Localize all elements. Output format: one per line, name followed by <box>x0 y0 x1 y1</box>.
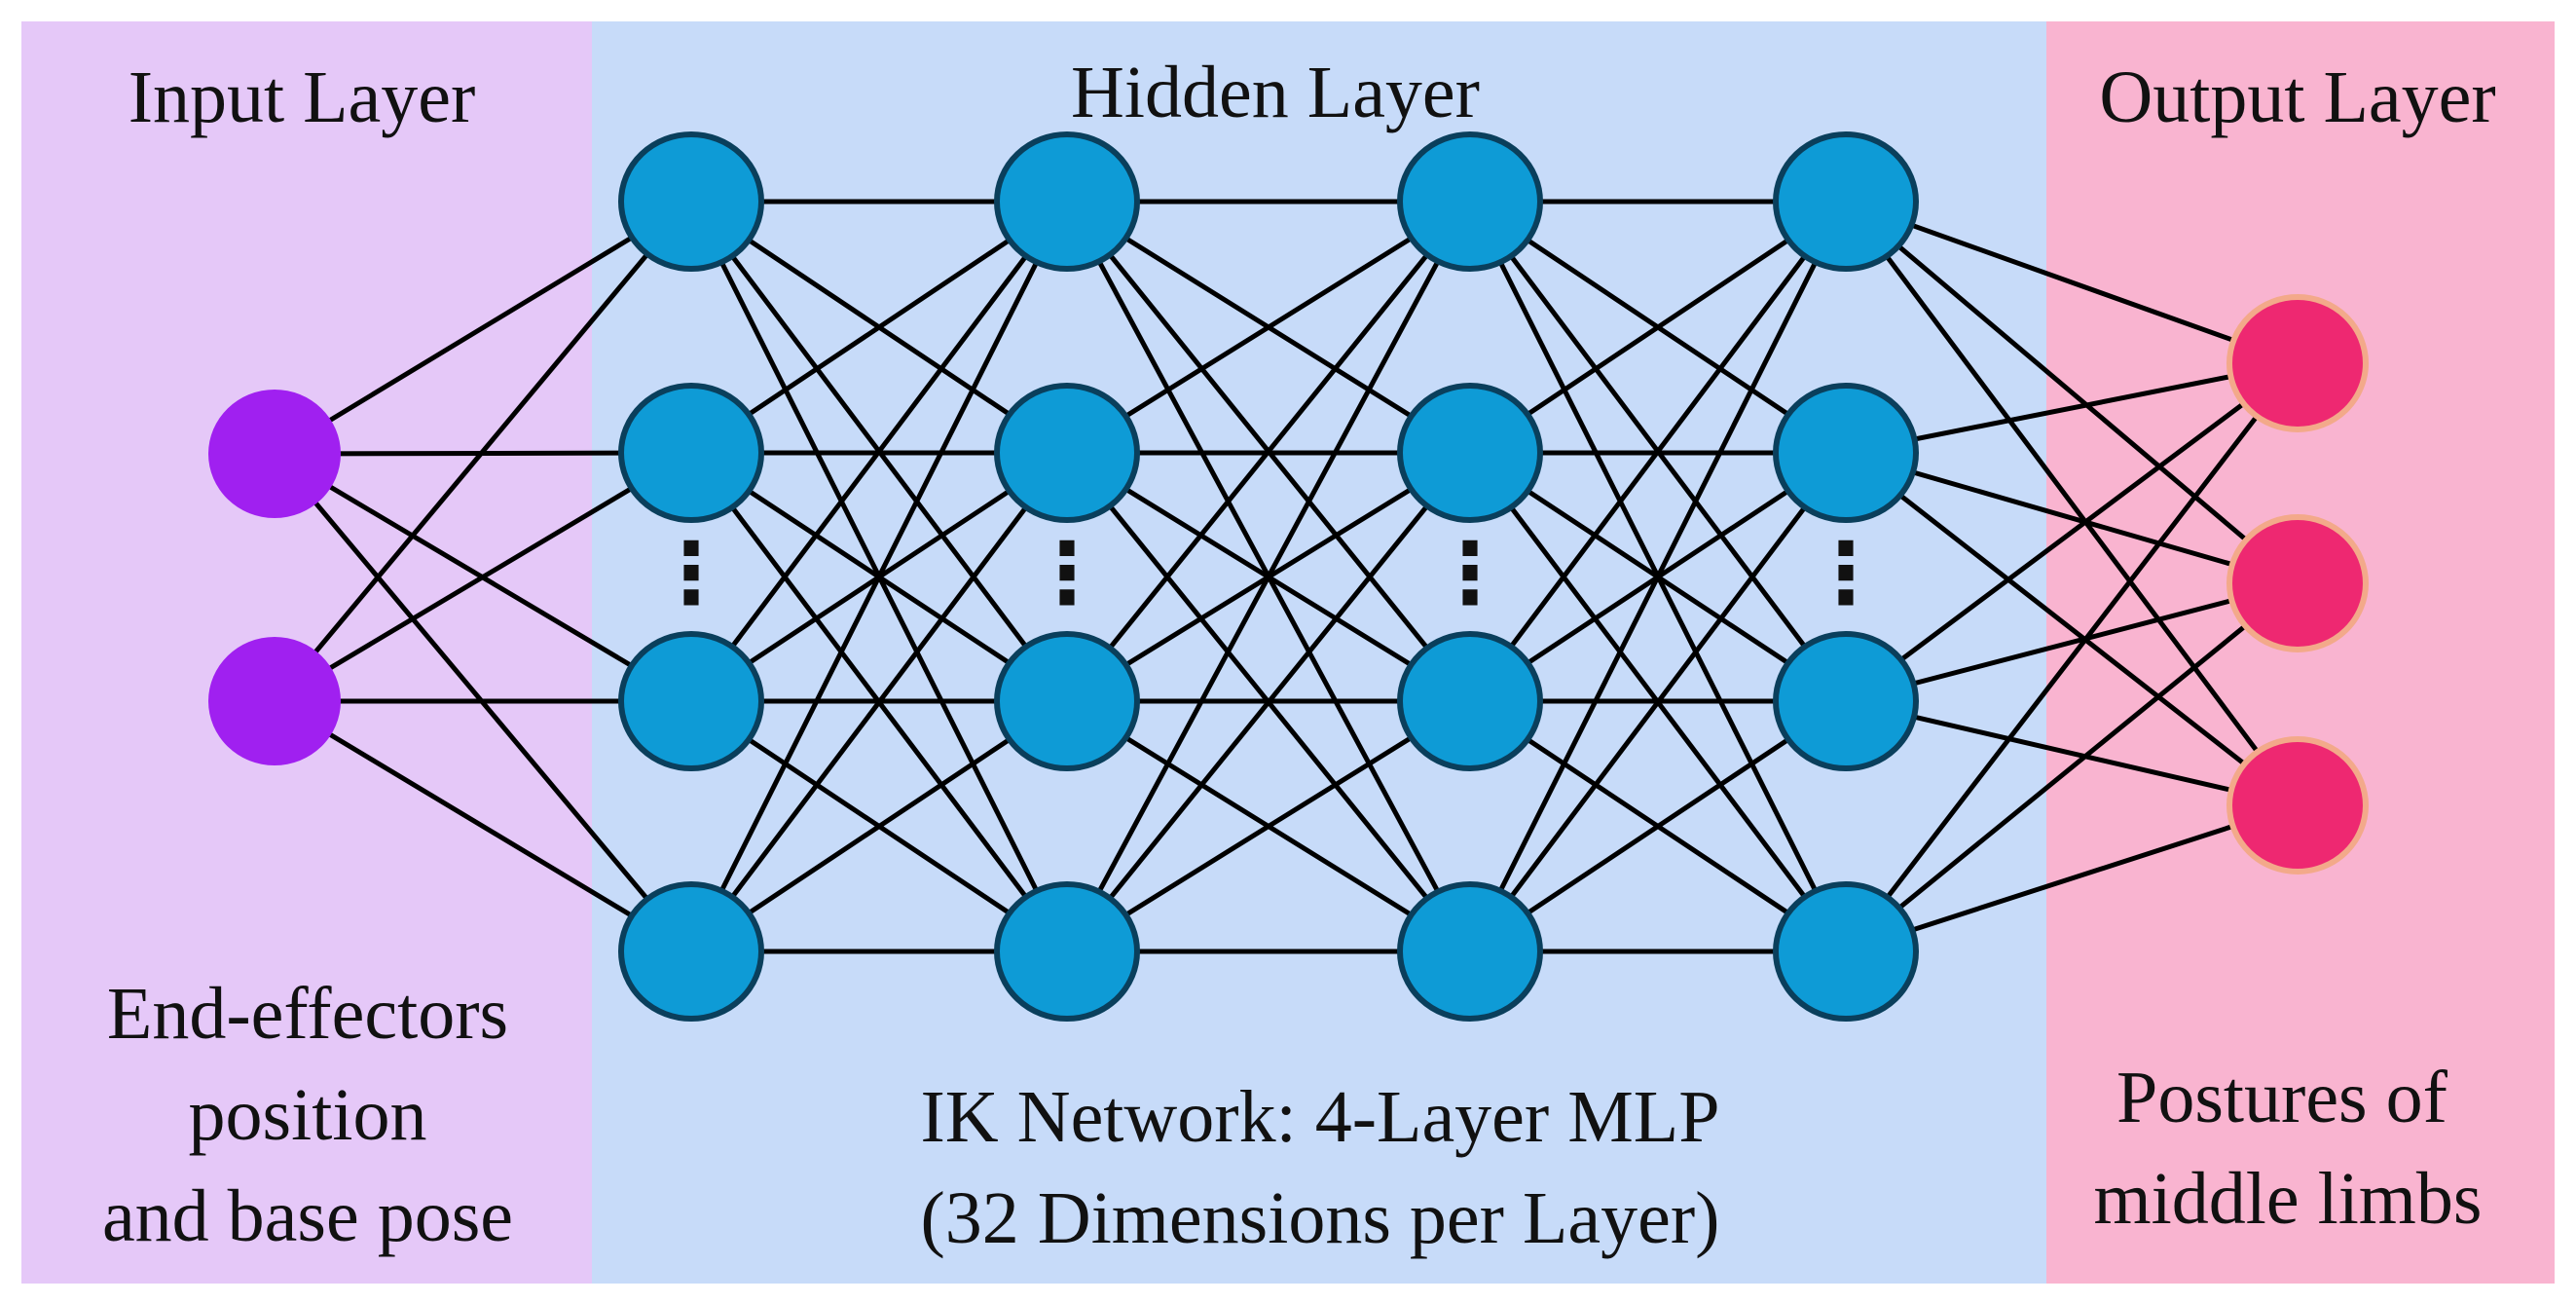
input-layer-title: Input Layer <box>129 56 476 138</box>
hidden-caption-line-1: IK Network: 4-Layer MLP <box>920 1076 1719 1158</box>
hidden-node-l1-3 <box>618 631 764 771</box>
input-node-1 <box>208 390 341 518</box>
output-layer-panel <box>2046 21 2555 1284</box>
connection-line <box>1845 802 2299 954</box>
connection-line <box>689 698 1069 954</box>
hidden-node-l1-2 <box>618 383 764 523</box>
ellipsis-markers: ⋮ ⋮ ⋮ ⋮ <box>649 525 1888 622</box>
output-node-2 <box>2226 514 2369 652</box>
connection-line <box>1844 361 2300 953</box>
hidden-node-l1-1 <box>618 131 764 272</box>
output-node-3 <box>2226 736 2369 875</box>
connection-line <box>1064 200 1473 953</box>
hidden-node-l2-3 <box>994 631 1140 771</box>
connection-line <box>1845 450 2299 586</box>
ellipsis-marker-4: ⋮ <box>1804 525 1888 622</box>
connection-line <box>1843 200 2300 807</box>
connection-line <box>1845 360 2299 456</box>
output-layer-title: Output Layer <box>2099 56 2495 138</box>
output-caption-line-2: middle limbs <box>2094 1158 2483 1240</box>
connection-line <box>1468 698 1848 954</box>
hidden-node-l2-4 <box>994 881 1140 1022</box>
hidden-layer-title: Hidden Layer <box>1071 52 1480 133</box>
connection-line <box>273 698 693 954</box>
connection-line <box>1468 200 1848 703</box>
hidden-node-l4-1 <box>1773 131 1919 272</box>
hidden-node-l3-1 <box>1397 131 1543 272</box>
connection-line <box>689 451 1069 953</box>
connection-line <box>689 200 1069 703</box>
input-caption-line-2: position <box>189 1074 427 1156</box>
connection-line <box>1468 199 1848 456</box>
connection-line <box>1845 580 2299 704</box>
connection-line <box>1845 199 2299 366</box>
connection-line <box>1468 451 1848 953</box>
connection-line <box>1467 200 1849 953</box>
hidden-caption-line-2: (32 Dimensions per Layer) <box>921 1177 1720 1259</box>
connection-line <box>273 450 693 704</box>
input-node-2 <box>208 637 341 765</box>
nodes <box>208 131 2369 1022</box>
ellipsis-marker-3: ⋮ <box>1428 525 1512 622</box>
connection-line <box>688 200 1070 953</box>
connection-line <box>1844 581 2300 953</box>
connection-line <box>1065 451 1472 953</box>
input-caption-line-1: End-effectors <box>107 973 508 1055</box>
hidden-node-l3-2 <box>1397 383 1543 523</box>
hidden-node-l4-4 <box>1773 881 1919 1022</box>
hidden-node-l2-1 <box>994 131 1140 272</box>
connection-line <box>1065 200 1472 703</box>
hidden-node-l2-2 <box>994 383 1140 523</box>
connection-line <box>1844 451 2300 807</box>
connection-line <box>1065 199 1472 456</box>
connection-line <box>273 199 693 457</box>
output-caption-line-1: Postures of <box>2116 1057 2448 1138</box>
hidden-node-l3-4 <box>1397 881 1543 1022</box>
connection-line <box>1844 200 2300 585</box>
hidden-node-l4-3 <box>1773 631 1919 771</box>
ellipsis-marker-1: ⋮ <box>649 525 733 622</box>
hidden-node-l3-3 <box>1397 631 1543 771</box>
connection-line <box>1845 698 2299 808</box>
connection-line <box>273 200 693 703</box>
connection-line <box>1065 698 1472 954</box>
input-caption-line-3: and base pose <box>102 1175 513 1257</box>
hidden-node-l1-4 <box>618 881 764 1022</box>
connection-line <box>1844 360 2300 704</box>
ellipsis-marker-2: ⋮ <box>1025 525 1109 622</box>
output-node-1 <box>2226 294 2369 432</box>
hidden-node-l4-2 <box>1773 383 1919 523</box>
connection-line <box>689 199 1069 456</box>
